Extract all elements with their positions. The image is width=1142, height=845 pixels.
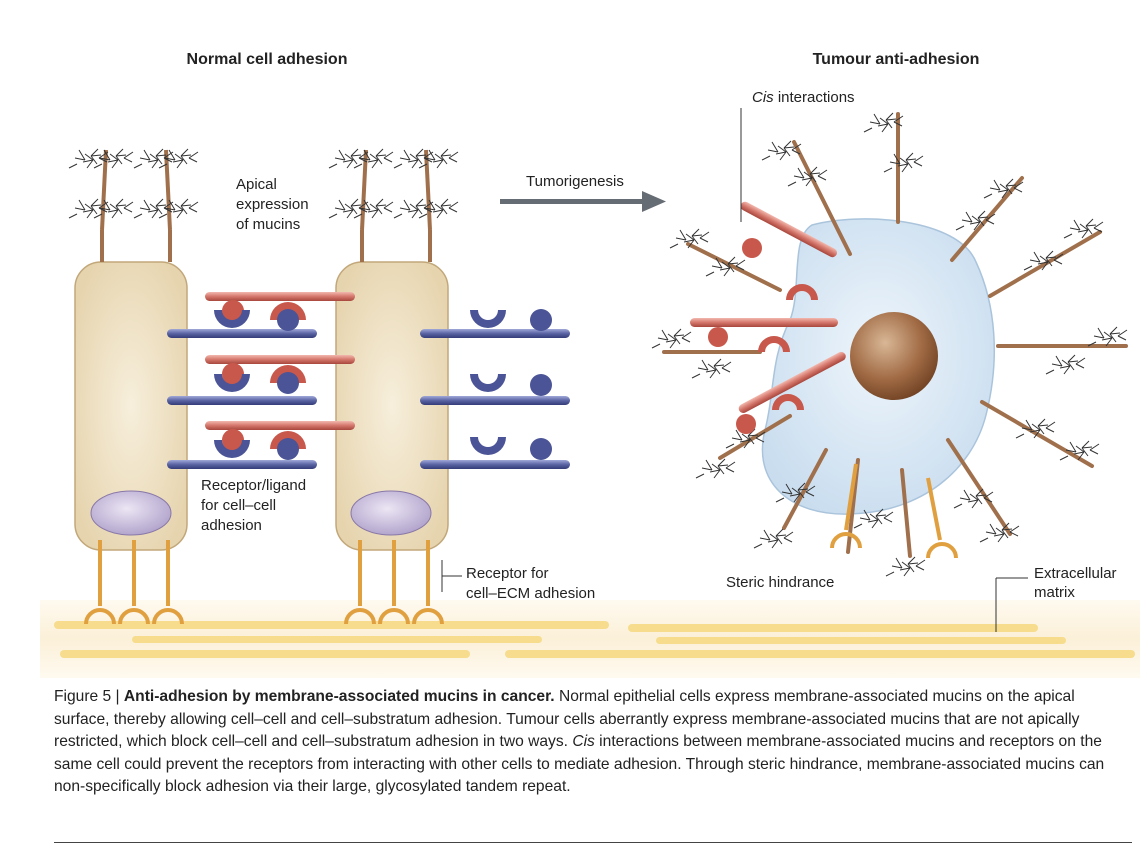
apical-glycans-left: [68, 148, 199, 219]
normal-nucleus-right: [350, 490, 432, 536]
cis-interaction-pairs: [690, 201, 846, 434]
caption-italic-cis: Cis: [572, 733, 595, 751]
receptor-ecm-leader: [441, 560, 462, 592]
unbound-receptors-right: [420, 309, 570, 469]
tumorigenesis-arrow: [500, 191, 666, 212]
ecm-label-line2: matrix: [1034, 584, 1075, 601]
caption-bold-title: Anti-adhesion by membrane-associated muc…: [123, 688, 555, 705]
right-panel-title: Tumour anti-adhesion: [813, 51, 980, 68]
cis-interactions-label: Cis interactions: [752, 89, 855, 106]
caption-figure-label: Figure 5 |: [54, 688, 124, 705]
normal-cell-right: [335, 261, 449, 551]
cell-cell-adhesion-pairs: [167, 292, 355, 469]
figure-caption: Figure 5 | Anti-adhesion by membrane-ass…: [54, 686, 1134, 799]
apical-glycans-right: [328, 148, 459, 219]
apical-label-line2: expression: [236, 196, 309, 213]
steric-hindrance-label: Steric hindrance: [726, 574, 834, 591]
ecm-receptors-normal: [84, 540, 444, 625]
apical-mucins-right: [360, 149, 432, 262]
tumour-nucleus: [850, 312, 938, 400]
ecm-label-line1: Extracellular: [1034, 565, 1117, 582]
mucin-adhesion-diagram: Normal cell adhesion Tumour anti-adhesio…: [40, 51, 1140, 678]
caption-text-2: interactions between membrane-associated…: [54, 733, 1105, 796]
normal-nucleus-left: [90, 490, 172, 536]
receptor-ecm-label-line1: Receptor for: [466, 565, 549, 582]
bottom-rule: [54, 842, 1132, 843]
receptor-ligand-label-line2: for cell–cell: [201, 497, 276, 514]
apical-label-line3: of mucins: [236, 216, 300, 233]
caption-text-1: Normal epithelial cells express membrane…: [54, 688, 1080, 751]
ecm-leader: [995, 577, 1028, 632]
cis-italic: Cis: [752, 89, 774, 106]
tumour-ecm-receptors: [830, 463, 958, 559]
tumorigenesis-label: Tumorigenesis: [526, 173, 624, 190]
apical-label-line1: Apical: [236, 176, 277, 193]
apical-mucins-left: [100, 149, 172, 262]
receptor-ligand-label-line3: adhesion: [201, 517, 262, 534]
normal-cell-left: [74, 261, 188, 551]
receptor-ligand-label-line1: Receptor/ligand: [201, 477, 306, 494]
receptor-ecm-label-line2: cell–ECM adhesion: [466, 585, 595, 602]
left-panel-title: Normal cell adhesion: [187, 51, 348, 68]
extracellular-matrix-band: [40, 600, 1140, 678]
cis-rest: interactions: [774, 89, 855, 106]
